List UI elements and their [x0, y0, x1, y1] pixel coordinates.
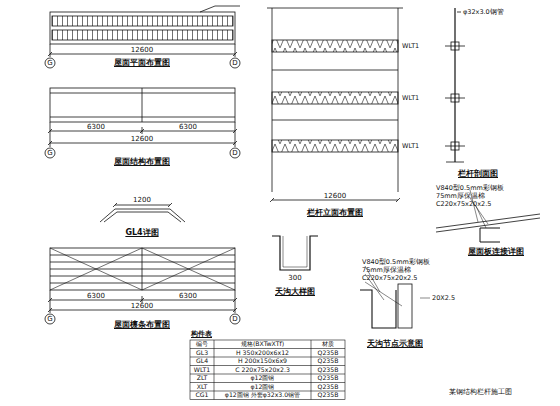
member-label: WLT1: [402, 95, 419, 102]
table-cell: φ12圆钢: [251, 384, 275, 390]
material-note: C220x75x20x2.5: [436, 201, 491, 208]
table-cell: 构件表: [191, 331, 212, 338]
member-label: WLT1: [402, 43, 419, 50]
railing-section: [445, 8, 465, 162]
table-cell: 编号: [196, 341, 208, 347]
axis-label: D: [232, 316, 237, 323]
material-note: V840型0.5mm彩钢板: [436, 185, 504, 192]
dimension-text: 6300: [179, 293, 197, 300]
view-title: 天沟节点示意图: [367, 340, 423, 348]
view-title: 屋面平面布置图: [114, 59, 170, 67]
purlin-plan: [45, 248, 240, 324]
table-cell: Q235B: [318, 367, 339, 373]
gutter-node-detail: [360, 266, 430, 328]
material-note: 75mm厚保温棉: [436, 193, 485, 200]
dimension-text: 1200: [133, 197, 151, 204]
table-cell: XLT: [197, 384, 208, 390]
material-note: C220x75x20x2.5: [362, 275, 417, 282]
table-cell: Q235B: [318, 384, 339, 390]
railing-elevation: [267, 8, 403, 202]
gutter-detail: [272, 236, 318, 270]
member-label: φ32x3.0钢管: [463, 9, 504, 16]
table-cell: Q235B: [318, 350, 339, 356]
table-cell: 材质: [322, 341, 334, 347]
table-cell: H 200x150x6x9: [238, 358, 287, 364]
roof-structure-plan: [45, 88, 240, 158]
table-cell: ZLT: [197, 375, 208, 381]
view-title: 屋面檩条布置图: [114, 321, 170, 329]
material-note: 20X2.5: [432, 295, 455, 302]
table-cell: H 350x200x6x12: [236, 350, 289, 356]
sheet-note: 某钢结构栏杆施工图: [449, 389, 512, 396]
dimension-text: 12600: [131, 47, 153, 54]
table-cell: CG1: [195, 392, 208, 398]
table-cell: GL4: [196, 358, 208, 364]
view-title: 栏杆立面布置图: [307, 209, 363, 217]
axis-label: G: [47, 60, 52, 67]
table-cell: φ12圆钢 外套φ32x3.0钢管: [225, 392, 300, 398]
table-cell: 规格(BXTwXTf): [241, 341, 284, 347]
material-note: 75mm厚保温棉: [362, 267, 411, 274]
table-cell: C 220x75x20x2.3: [235, 367, 290, 373]
dimension-text: 12600: [131, 303, 153, 310]
dimension-text: 6300: [87, 293, 105, 300]
material-note: V840型0.5mm彩钢板: [362, 259, 430, 266]
member-table: [190, 340, 345, 400]
table-cell: Q235B: [318, 392, 339, 398]
view-title: 屋面板连接详图: [468, 248, 524, 256]
view-title: 栏杆剖面图: [458, 170, 498, 178]
axis-label: G: [47, 150, 52, 157]
dimension-text: 6300: [179, 124, 197, 131]
gl4-truss: [100, 203, 185, 222]
dimension-text: 12600: [324, 193, 346, 200]
dimension-text: 6300: [87, 124, 105, 131]
axis-label: D: [232, 60, 237, 67]
view-title: 屋面结构布置图: [114, 158, 170, 166]
table-cell: Q235B: [318, 358, 339, 364]
table-cell: GL3: [196, 350, 208, 356]
table-cell: φ12圆钢: [251, 375, 275, 381]
view-title: GL4详图: [125, 229, 158, 237]
dimension-text: 12600: [131, 136, 153, 143]
view-title: 天沟大样图: [275, 288, 315, 296]
roof-connection-detail: [436, 190, 540, 242]
roof-plan: [45, 6, 240, 68]
axis-label: G: [47, 316, 52, 323]
axis-label: D: [232, 150, 237, 157]
table-cell: WLT1: [194, 367, 210, 373]
member-label: WLT1: [402, 143, 419, 150]
table-cell: Q235B: [318, 375, 339, 381]
dimension-text: 300: [288, 275, 301, 282]
